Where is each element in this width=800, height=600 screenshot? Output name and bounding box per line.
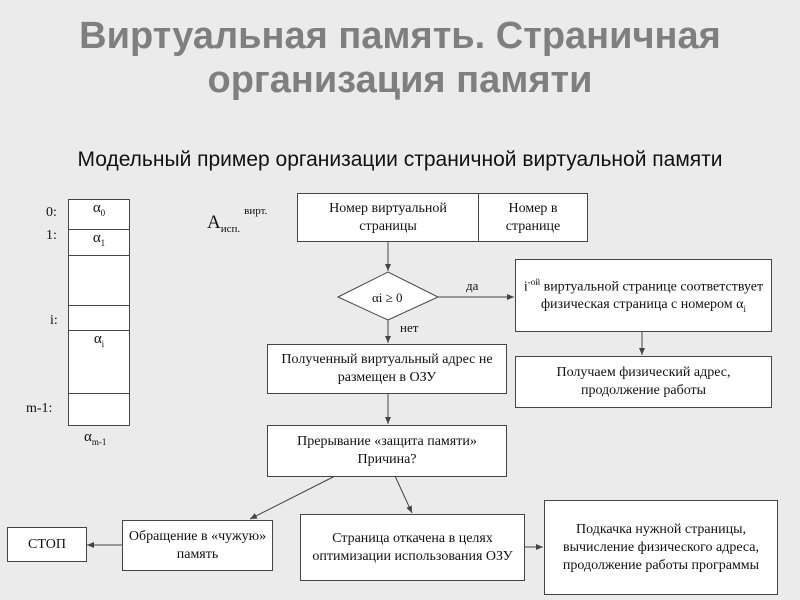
yes-label: да bbox=[466, 278, 479, 293]
interrupt-box: Прерывание «защита памяти» Причина? bbox=[267, 425, 507, 477]
row-label: 0: bbox=[46, 205, 57, 220]
row-label: m-1: bbox=[26, 401, 53, 416]
table-row: α0 bbox=[68, 199, 130, 230]
row-label: 1: bbox=[46, 228, 57, 243]
page-swapped-box: Страница откачена в целях оптимизации ис… bbox=[300, 514, 525, 581]
page-offset-box: Номер в странице bbox=[478, 193, 588, 242]
address-label: Aисп.вирт. bbox=[207, 205, 268, 235]
match-box: i-ой виртуальной странице соответствует … bbox=[515, 259, 772, 332]
get-physical-box: Получаем физический адрес, продолжение р… bbox=[515, 356, 772, 408]
slide-title: Виртуальная память. Страничная организац… bbox=[79, 15, 721, 101]
arrow-to-foreign bbox=[249, 475, 336, 520]
table-row: α1 bbox=[68, 230, 130, 256]
last-entry-label: αm-1 bbox=[84, 429, 107, 447]
table-row bbox=[68, 306, 130, 331]
no-label: нет bbox=[400, 320, 419, 335]
table-row bbox=[68, 256, 130, 306]
table-row bbox=[68, 394, 130, 426]
condition-text: αi ≥ 0 bbox=[372, 290, 403, 305]
foreign-memory-box: Обращение в «чужую» память bbox=[122, 520, 273, 571]
table-row: αi bbox=[68, 331, 130, 394]
virtual-page-box: Номер виртуальной страницы bbox=[297, 193, 479, 242]
condition-diamond bbox=[336, 271, 440, 321]
not-in-ram-box: Полученный виртуальный адрес не размещен… bbox=[267, 344, 507, 394]
arrow-to-swapped bbox=[394, 475, 413, 514]
stop-box: СТОП bbox=[7, 527, 87, 562]
swap-in-box: Подкачка нужной страницы, вычисление физ… bbox=[544, 500, 778, 595]
row-label: i: bbox=[50, 313, 58, 328]
slide-subtitle: Модельный пример организации страничной … bbox=[77, 148, 723, 171]
